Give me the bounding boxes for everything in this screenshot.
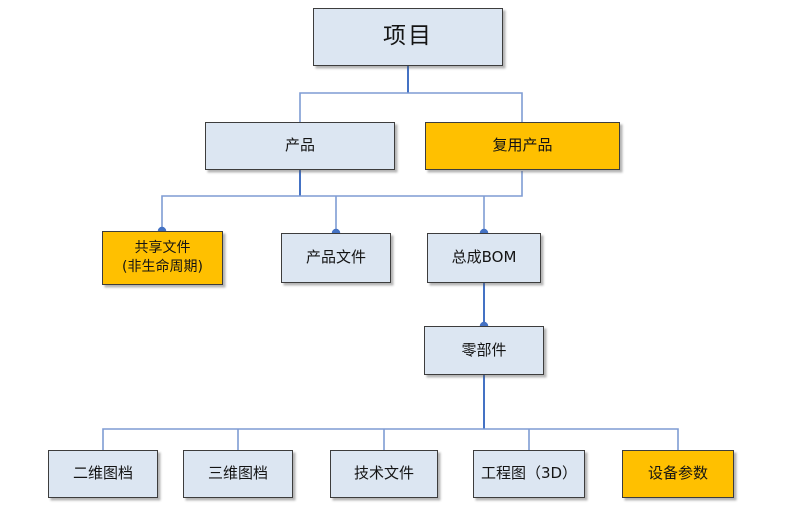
node-reused-product: 复用产品 — [425, 122, 620, 170]
node-tech-docs-label: 技术文件 — [353, 464, 414, 483]
connector-rail-level3 — [161, 171, 523, 231]
node-drawing-2d: 二维图档 — [48, 450, 158, 498]
node-drawing-3d-label: 三维图档 — [207, 464, 268, 483]
node-product-files-label: 产品文件 — [305, 248, 366, 267]
node-drawing-3d: 三维图档 — [183, 450, 293, 498]
node-product-files: 产品文件 — [281, 233, 391, 283]
node-drawing-2d-label: 二维图档 — [72, 464, 133, 483]
node-device-params: 设备参数 — [622, 450, 734, 498]
node-engineering-3d: 工程图（3D） — [473, 450, 585, 498]
node-parts: 零部件 — [424, 326, 544, 375]
node-product-label: 产品 — [284, 136, 315, 155]
node-assembly-bom: 总成BOM — [427, 233, 541, 283]
node-parts-label: 零部件 — [461, 340, 507, 359]
node-shared-files: 共享文件 (非生命周期) — [102, 231, 223, 285]
node-project-label: 项目 — [383, 23, 433, 50]
node-shared-files-label-line2: (非生命周期) — [122, 259, 203, 275]
node-product: 产品 — [205, 122, 395, 170]
node-assembly-bom-label: 总成BOM — [451, 248, 517, 267]
connector-rail-level2 — [299, 92, 523, 122]
node-engineering-3d-label: 工程图（3D） — [480, 464, 578, 483]
node-shared-files-label-line1: 共享文件 — [134, 240, 191, 257]
node-device-params-label: 设备参数 — [647, 464, 708, 483]
node-project: 项目 — [313, 8, 503, 66]
connector-rail-level5 — [102, 428, 679, 450]
node-tech-docs: 技术文件 — [330, 450, 438, 498]
node-reused-product-label: 复用产品 — [492, 136, 553, 155]
